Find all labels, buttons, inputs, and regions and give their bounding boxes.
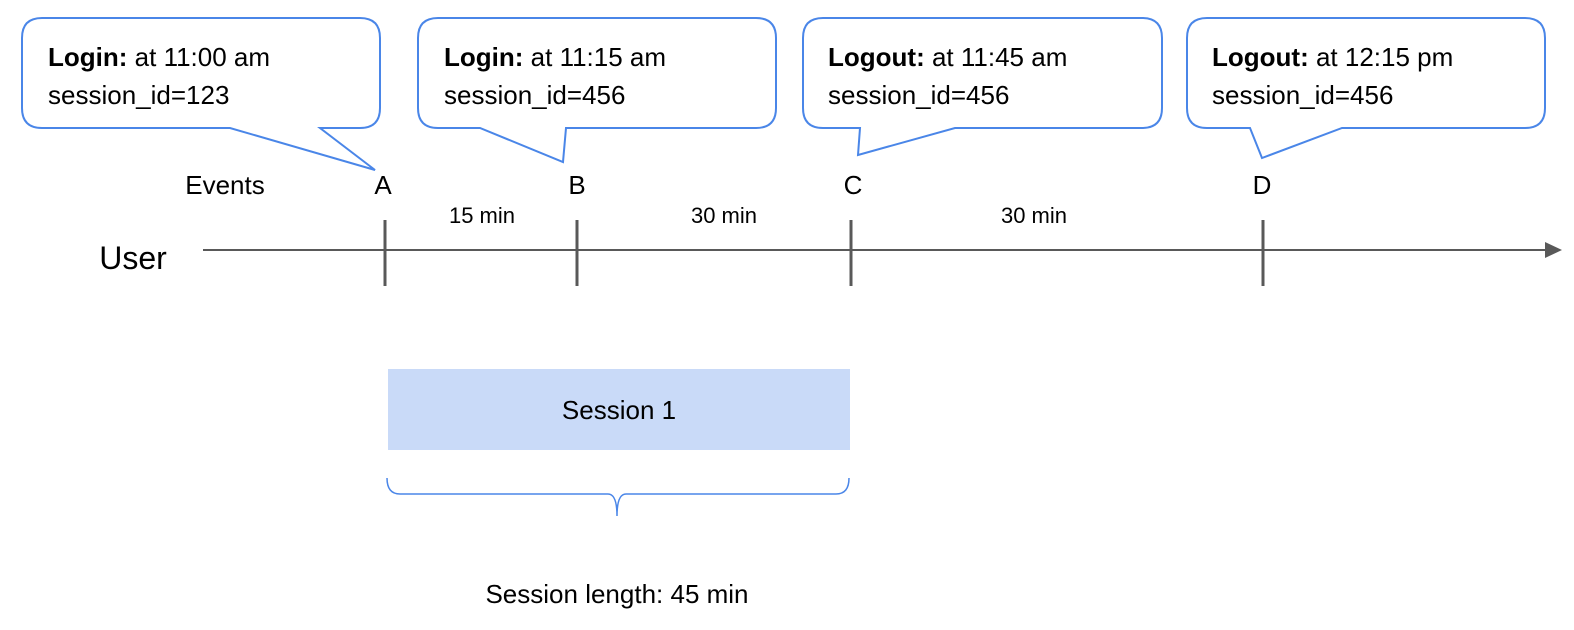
arrow-head-icon bbox=[1545, 242, 1562, 258]
svg-text:Login: at 11:00 am: Login: at 11:00 am bbox=[48, 42, 270, 72]
session-length: Session length: 45 min bbox=[485, 579, 748, 609]
interval-label: 30 min bbox=[1001, 203, 1067, 228]
event-session: session_id=456 bbox=[1212, 80, 1393, 110]
event-letter-c: C bbox=[844, 170, 863, 200]
callout-b: Login: at 11:15 am session_id=456 bbox=[417, 17, 777, 164]
event-letter-b: B bbox=[568, 170, 585, 200]
event-time: at 11:15 am bbox=[531, 42, 666, 72]
event-action: Login: bbox=[444, 42, 523, 72]
event-time: at 12:15 pm bbox=[1316, 42, 1453, 72]
callout-c: Logout: at 11:45 am session_id=456 bbox=[802, 17, 1163, 157]
event-time: at 11:00 am bbox=[135, 42, 270, 72]
event-action: Login: bbox=[48, 42, 127, 72]
session-label: Session 1 bbox=[562, 395, 676, 425]
svg-text:Logout: at 12:15 pm: Logout: at 12:15 pm bbox=[1212, 42, 1453, 72]
event-session: session_id=456 bbox=[828, 80, 1009, 110]
user-label: User bbox=[99, 240, 167, 276]
event-session: session_id=123 bbox=[48, 80, 229, 110]
session-box bbox=[388, 369, 850, 450]
callout-a: Login: at 11:00 am session_id=123 bbox=[21, 17, 381, 171]
interval-label: 30 min bbox=[691, 203, 757, 228]
timeline-axis bbox=[203, 220, 1562, 286]
interval-label: 15 min bbox=[449, 203, 515, 228]
event-letter-a: A bbox=[374, 170, 392, 200]
svg-text:Logout: at 11:45 am: Logout: at 11:45 am bbox=[828, 42, 1067, 72]
event-letter-d: D bbox=[1253, 170, 1272, 200]
callout-d: Logout: at 12:15 pm session_id=456 bbox=[1186, 17, 1546, 160]
brace-icon bbox=[386, 477, 850, 517]
svg-text:Login: at 11:15 am: Login: at 11:15 am bbox=[444, 42, 666, 72]
event-action: Logout: bbox=[1212, 42, 1309, 72]
events-label: Events bbox=[185, 170, 265, 200]
event-time: at 11:45 am bbox=[932, 42, 1067, 72]
event-action: Logout: bbox=[828, 42, 925, 72]
event-session: session_id=456 bbox=[444, 80, 625, 110]
